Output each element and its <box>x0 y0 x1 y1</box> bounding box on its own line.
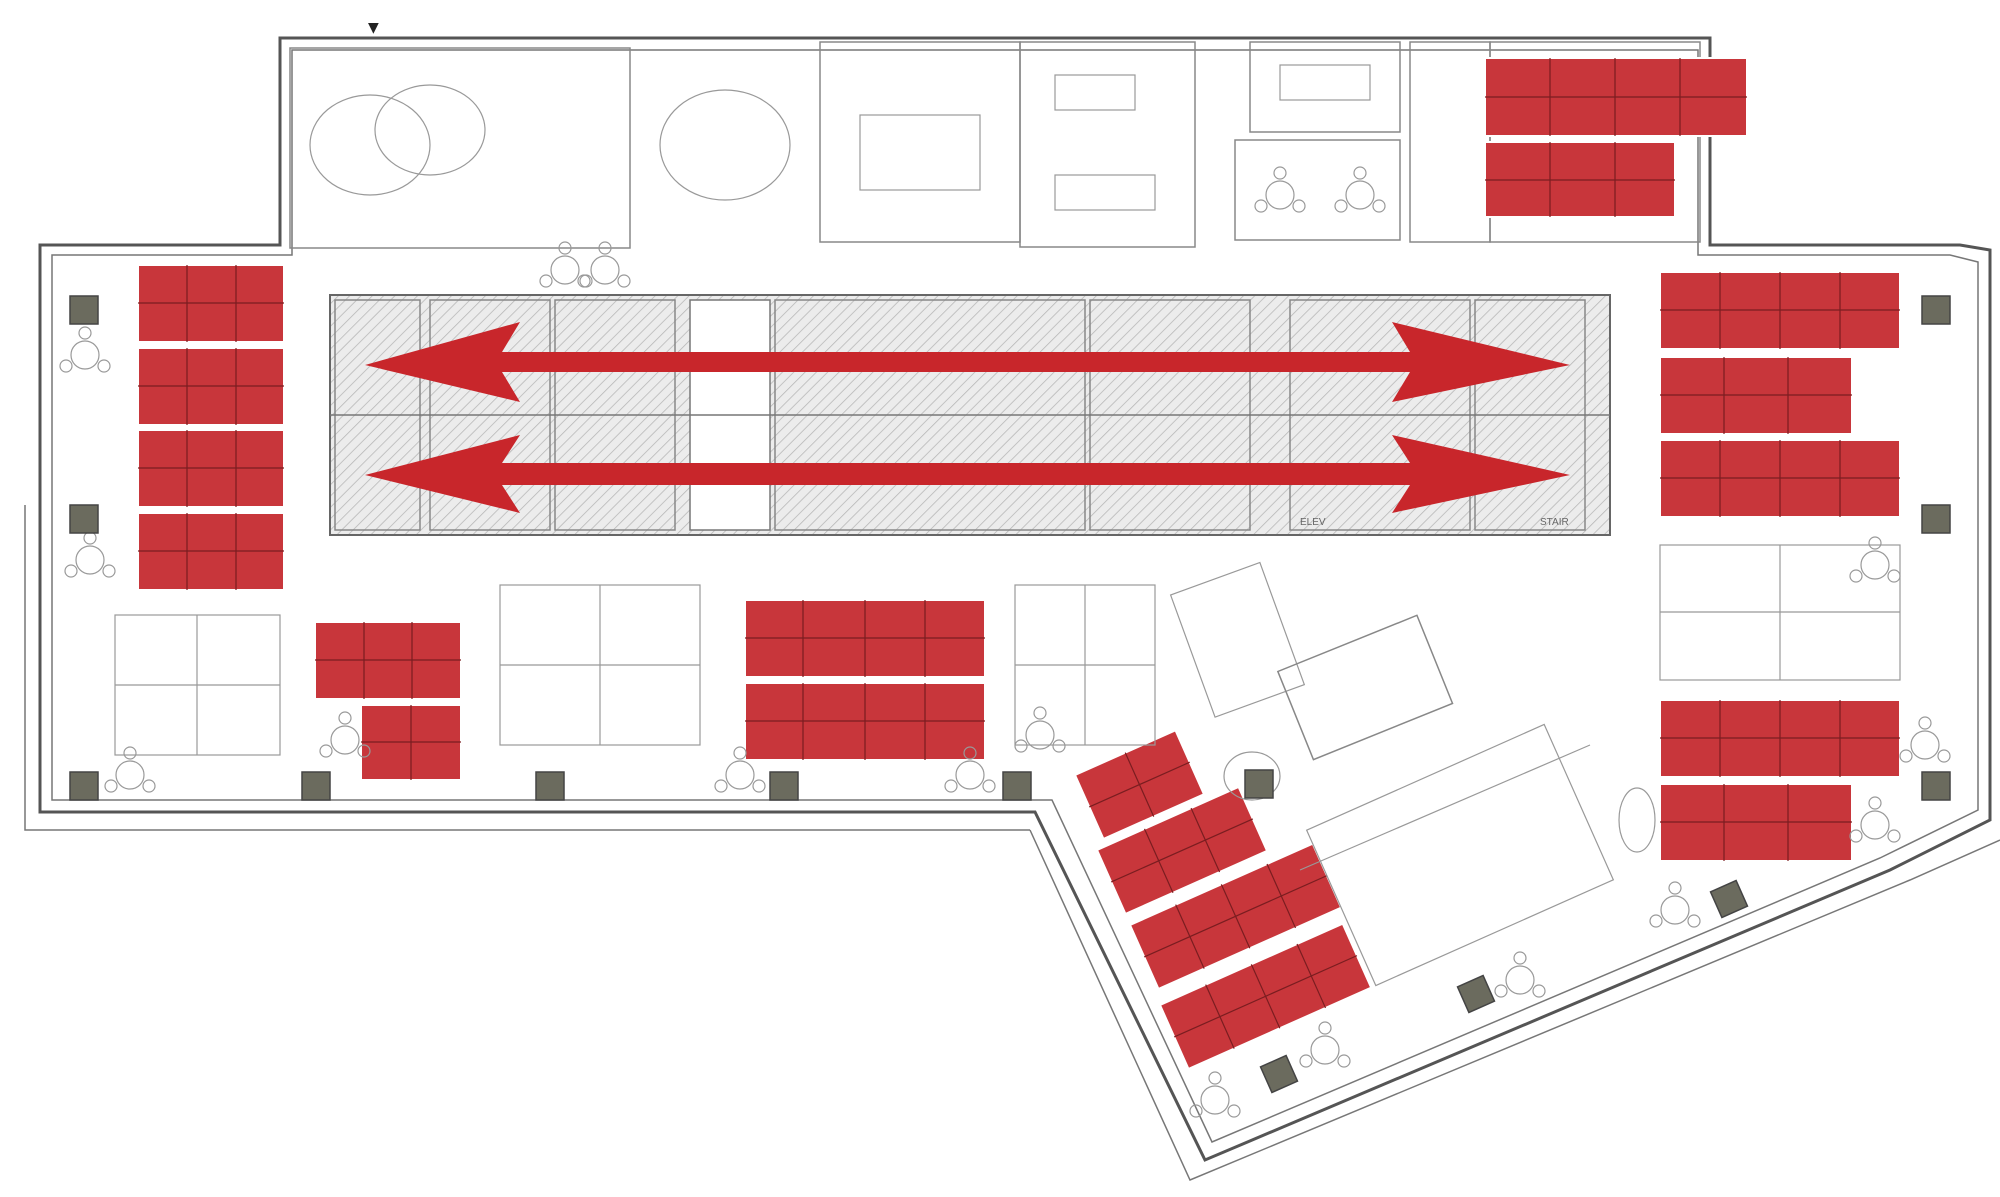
desk-zone-right-2 <box>1659 356 1853 435</box>
desk-zone-left-3 <box>137 429 285 508</box>
column <box>535 771 565 801</box>
north-marker-icon: ▼ <box>368 20 379 36</box>
desk-zone-angled-2 <box>1095 785 1269 916</box>
desk-zone-left-2 <box>137 347 285 426</box>
circulation-arrow-top <box>365 322 1570 402</box>
desk-zone-right-4 <box>1659 699 1901 778</box>
column <box>1244 769 1274 799</box>
column <box>1002 771 1032 801</box>
column <box>1921 504 1951 534</box>
desk-zone-angled-1 <box>1073 728 1206 841</box>
core-label-stair: STAIR <box>1540 517 1569 528</box>
desk-zone-center-left-1 <box>314 621 462 700</box>
desk-zone-right-1 <box>1659 271 1901 350</box>
column <box>69 295 99 325</box>
column <box>1709 879 1749 919</box>
column <box>69 504 99 534</box>
desk-zone-left-4 <box>137 512 285 591</box>
desk-zone-right-3 <box>1659 439 1901 518</box>
desk-zones <box>137 57 1901 1071</box>
building-outline <box>24 36 2000 1181</box>
structural-columns <box>69 295 1951 1094</box>
column <box>769 771 799 801</box>
desk-zone-top-right-1 <box>1484 57 1748 137</box>
building-core: ELEV STAIR <box>329 294 1611 536</box>
desk-zone-top-right-2 <box>1484 141 1676 218</box>
desk-zone-left-1 <box>137 264 285 343</box>
column <box>301 771 331 801</box>
desk-zone-angled-4 <box>1158 922 1373 1071</box>
column <box>69 771 99 801</box>
circulation-arrows <box>365 322 1570 513</box>
column <box>1921 295 1951 325</box>
desk-zone-center-2 <box>744 682 986 761</box>
column <box>1456 974 1496 1014</box>
meeting-rooms-block <box>289 41 1701 288</box>
desk-zone-right-5 <box>1659 783 1853 862</box>
circulation-arrow-bottom <box>365 435 1570 513</box>
desk-zone-center-1 <box>744 599 986 678</box>
open-desk-clusters <box>59 326 1951 1118</box>
core-label-elev: ELEV <box>1300 517 1326 528</box>
column <box>1259 1054 1299 1094</box>
desk-zone-center-left-2 <box>360 704 462 781</box>
column <box>1921 771 1951 801</box>
